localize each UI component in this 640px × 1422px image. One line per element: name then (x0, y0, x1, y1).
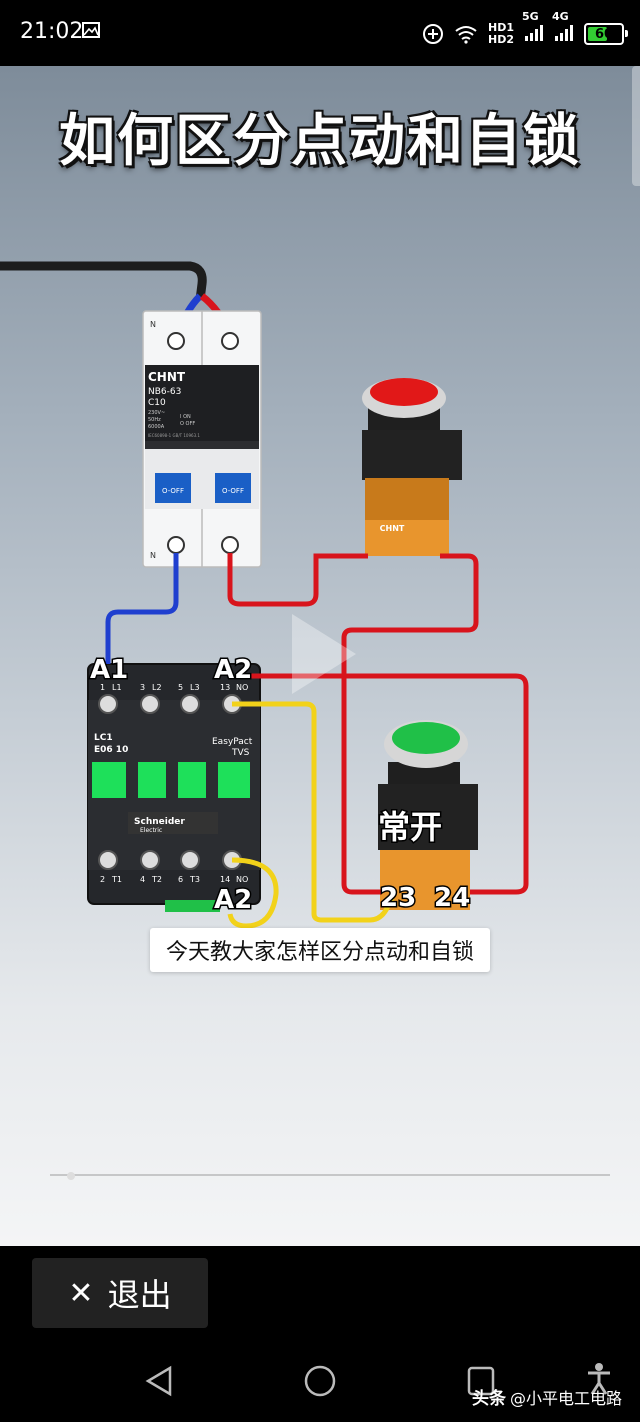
gallery-icon (82, 22, 100, 38)
svg-text:N: N (150, 551, 156, 560)
supply-cable (0, 261, 207, 301)
add-circle-icon (423, 24, 443, 44)
svg-text:I ON: I ON (180, 414, 191, 420)
signal-4g: 4G (552, 10, 574, 45)
svg-text:TVS: TVS (231, 748, 250, 758)
svg-text:C10: C10 (148, 398, 166, 408)
progress-handle[interactable] (66, 1172, 75, 1180)
wire-red-hold (240, 673, 529, 895)
wire-red-feed (341, 553, 479, 895)
system-nav-bar (0, 1340, 640, 1422)
svg-text:IEC60898-1 GB/T 10963.1: IEC60898-1 GB/T 10963.1 (148, 433, 200, 438)
wire-red-main (227, 553, 368, 607)
svg-text:A1: A1 (90, 655, 128, 685)
video-subtitle: 今天教大家怎样区分点动和自锁 (150, 928, 490, 972)
svg-text:2: 2 (100, 875, 105, 884)
svg-text:NO: NO (236, 875, 248, 884)
video-progress-bar[interactable] (0, 1172, 640, 1180)
svg-text:4: 4 (140, 875, 145, 884)
signal-bars-icon (555, 24, 573, 41)
progress-track[interactable] (50, 1174, 610, 1176)
svg-text:23: 23 (380, 883, 416, 913)
svg-text:1: 1 (100, 683, 105, 692)
wiring-diagram: O-OFF O-OFF N N CHNT NB6-63 C10 230V~ 50… (0, 261, 529, 929)
svg-text:N: N (150, 320, 156, 329)
side-handle (632, 66, 640, 186)
exit-label: 退出 (107, 1276, 172, 1314)
video-title: 如何区分点动和自锁 (59, 109, 581, 174)
svg-text:CHNT: CHNT (380, 524, 405, 533)
signal-5g: 5G (522, 10, 544, 45)
svg-text:230V~: 230V~ (148, 410, 165, 416)
close-icon: ✕ (68, 1275, 94, 1311)
status-bar: 21:02 HD1 HD2 5G 4G (0, 0, 640, 66)
svg-text:L1: L1 (112, 683, 122, 692)
svg-text:6: 6 (178, 875, 183, 884)
svg-text:Electric: Electric (140, 827, 162, 834)
svg-text:T2: T2 (151, 875, 162, 884)
watermark: 头条 @小平电工电路 (471, 1388, 622, 1410)
svg-text:EasyPact: EasyPact (212, 737, 253, 747)
svg-text:LC1: LC1 (94, 733, 113, 743)
svg-text:O-OFF: O-OFF (162, 487, 184, 495)
svg-text:A2: A2 (214, 655, 252, 685)
svg-text:A2: A2 (214, 885, 252, 915)
contactor: Schneider Electric LC1 E06 10 EasyPact T… (87, 663, 261, 912)
svg-text:5: 5 (178, 683, 183, 692)
exit-button[interactable]: ✕ 退出 (32, 1258, 208, 1328)
accessibility-icon[interactable] (586, 1362, 612, 1396)
svg-text:O-OFF: O-OFF (222, 487, 244, 495)
wire-yellow-loop (227, 857, 279, 929)
battery-fill (588, 27, 608, 41)
svg-text:NO: NO (236, 683, 248, 692)
svg-text:Schneider: Schneider (134, 817, 185, 827)
svg-text:3: 3 (140, 683, 145, 692)
svg-text:NB6-63: NB6-63 (148, 387, 181, 397)
stop-button: CHNT (362, 378, 462, 556)
svg-text:14: 14 (220, 875, 230, 884)
svg-text:L3: L3 (190, 683, 200, 692)
svg-text:O OFF: O OFF (180, 421, 195, 427)
svg-text:L2: L2 (152, 683, 162, 692)
wifi-icon (455, 26, 477, 44)
svg-text:24: 24 (434, 883, 470, 913)
circuit-breaker: O-OFF O-OFF N N CHNT NB6-63 C10 230V~ 50… (142, 310, 262, 568)
svg-text:T1: T1 (111, 875, 122, 884)
battery-icon: 60 (584, 23, 628, 45)
svg-text:T3: T3 (189, 875, 200, 884)
play-icon[interactable] (292, 614, 356, 694)
recents-icon[interactable] (466, 1364, 496, 1398)
start-button (378, 720, 478, 910)
hd-indicator: HD1 HD2 (488, 21, 514, 46)
svg-text:6000A: 6000A (148, 424, 165, 430)
back-icon[interactable] (144, 1364, 174, 1398)
svg-text:E06 10: E06 10 (94, 745, 128, 755)
svg-text:13: 13 (220, 683, 230, 692)
svg-text:50Hz: 50Hz (148, 417, 161, 423)
status-time: 21:02 (20, 19, 84, 44)
svg-text:CHNT: CHNT (148, 370, 186, 384)
signal-bars-icon (525, 24, 543, 41)
home-icon[interactable] (304, 1364, 336, 1398)
svg-text:常开: 常开 (378, 808, 442, 846)
wire-blue (105, 553, 179, 664)
wire-yellow (232, 701, 395, 923)
